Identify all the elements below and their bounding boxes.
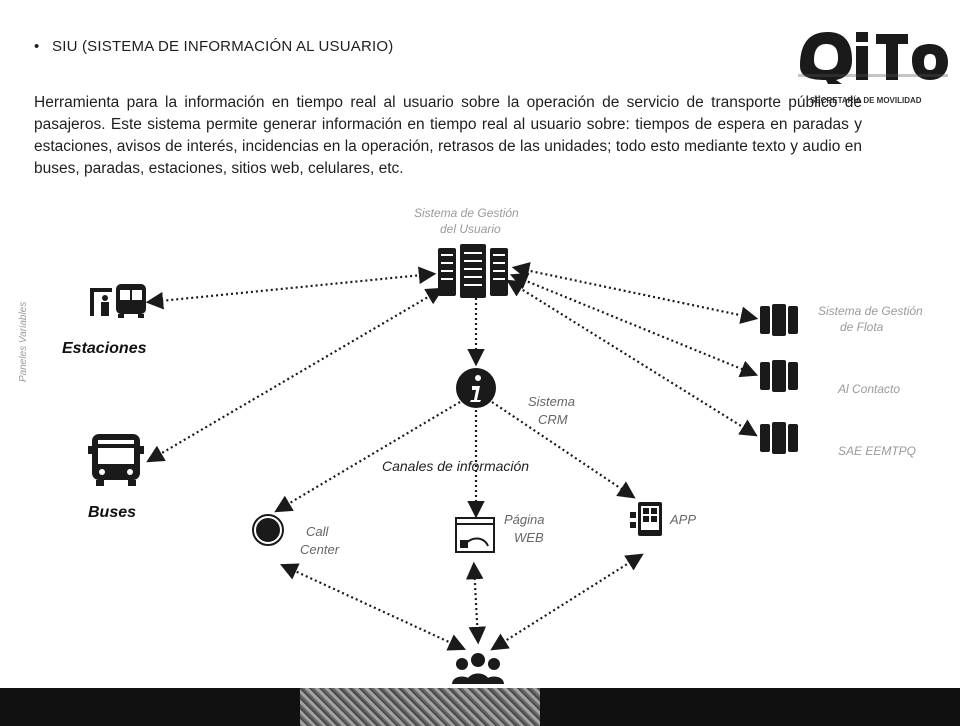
web-label-line2: WEB (514, 530, 544, 545)
canales-label: Canales de información (382, 458, 530, 474)
web-label-line1: Página (504, 512, 545, 527)
arrow-crm-callcenter (274, 401, 461, 513)
arrow-users-callcenter (280, 563, 466, 651)
server-icon-right-1 (760, 304, 798, 336)
bullet: • (34, 38, 40, 55)
quito-logo: SECRETARÍA DE MOVILIDAD (780, 20, 958, 112)
arrow-server-buses (146, 287, 444, 463)
mobile-app-icon (630, 502, 662, 536)
web-page-icon (455, 517, 495, 553)
central-server-label-line1: Sistema de Gestión (414, 206, 519, 220)
right-server-2-label: Al Contacto (838, 382, 901, 396)
buses-label: Buses (88, 504, 137, 521)
info-icon (456, 368, 496, 408)
logo-subtitle: SECRETARÍA DE MOVILIDAD (810, 96, 922, 105)
right-server-1-label-line1: Sistema de Gestión (818, 304, 923, 318)
call-center-icon (252, 514, 284, 546)
server-icon-right-3 (760, 422, 798, 454)
arrow-crm-app (491, 401, 636, 499)
crm-label-line1: Sistema (528, 394, 575, 409)
arrow-server-estaciones (145, 266, 437, 310)
footer-image-strip (300, 688, 540, 726)
section-title-text: SIU (SISTEMA DE INFORMACIÓN AL USUARIO) (52, 38, 394, 55)
server-icon-right-2 (760, 360, 798, 392)
right-server-3-label: SAE EEMTPQ (838, 444, 917, 458)
description-paragraph: Herramienta para la información en tiemp… (34, 94, 862, 177)
arrow-server-right1 (511, 262, 759, 324)
quito-logo-mark (798, 32, 948, 84)
call-center-label-line1: Call (306, 524, 329, 539)
central-server-label-line2: del Usuario (440, 222, 501, 236)
arrow-users-app (490, 553, 644, 651)
section-title: • SIU (SISTEMA DE INFORMACIÓN AL USUARIO) (34, 38, 393, 55)
estaciones-label: Estaciones (62, 340, 147, 357)
vertical-panel-label: Paneles Variables (18, 301, 29, 382)
right-server-1-label-line2: de Flota (840, 320, 884, 334)
app-label: APP (670, 512, 697, 527)
server-cluster-icon (438, 244, 508, 298)
call-center-label-line2: Center (300, 542, 340, 557)
footer-bar-right (560, 688, 960, 726)
bus-icon (88, 434, 144, 486)
crm-label-line2: CRM (538, 412, 568, 427)
users-group-icon (452, 653, 504, 684)
arrow-users-web (465, 561, 487, 645)
bus-stop-icon (90, 284, 146, 318)
